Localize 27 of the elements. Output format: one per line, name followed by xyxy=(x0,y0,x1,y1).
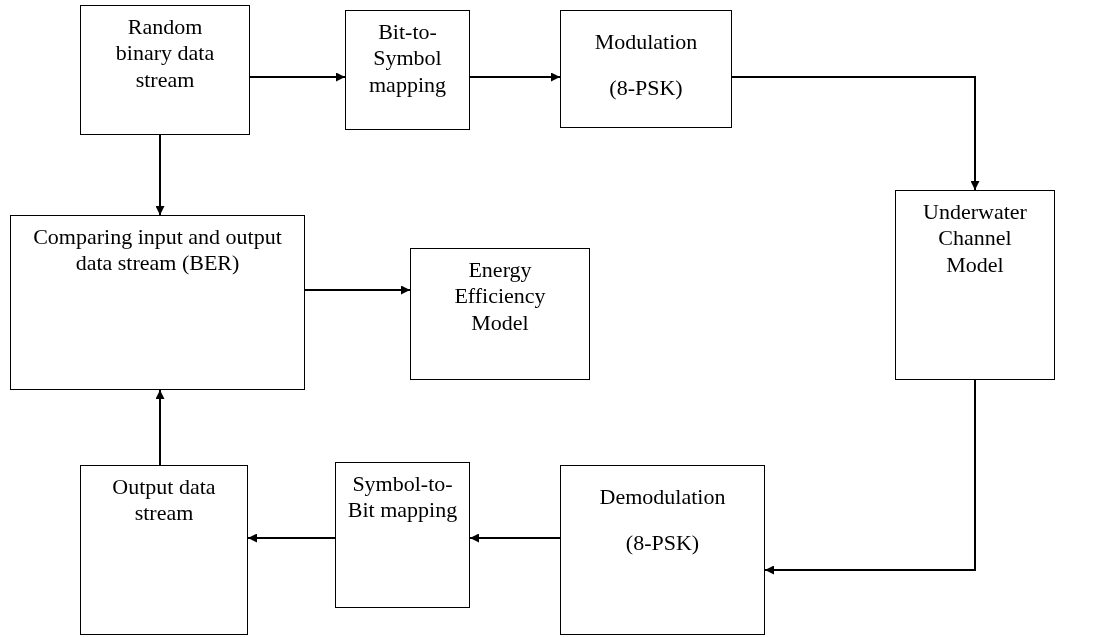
box-label: Random binary data stream xyxy=(114,14,216,94)
process-box xyxy=(80,5,250,135)
process-box xyxy=(80,465,248,635)
box-label: Underwater Channel Model xyxy=(922,199,1028,279)
arrow xyxy=(469,533,561,543)
box-label: Energy Efficiency Model xyxy=(453,257,547,337)
box-label: Comparing input and output data stream (BER) xyxy=(32,224,283,277)
process-box xyxy=(895,190,1055,380)
process-box xyxy=(10,215,305,390)
process-box xyxy=(560,10,732,128)
arrow xyxy=(155,389,165,466)
process-box xyxy=(410,248,590,380)
arrow xyxy=(247,533,336,543)
box-label: Symbol-to-Bit mapping xyxy=(346,471,459,524)
arrow xyxy=(155,134,165,216)
arrow xyxy=(304,285,411,295)
arrow xyxy=(249,72,346,82)
box-label: Modulation (8-PSK) xyxy=(593,28,699,103)
box-label: Bit-to-Symbol mapping xyxy=(368,19,447,99)
process-box xyxy=(560,465,765,635)
box-label: Output data stream xyxy=(111,474,217,527)
arrow xyxy=(731,76,980,191)
arrow xyxy=(764,379,976,575)
box-label: Demodulation (8-PSK) xyxy=(598,483,727,558)
process-box xyxy=(335,462,470,608)
process-box xyxy=(345,10,470,130)
arrow xyxy=(469,72,561,82)
